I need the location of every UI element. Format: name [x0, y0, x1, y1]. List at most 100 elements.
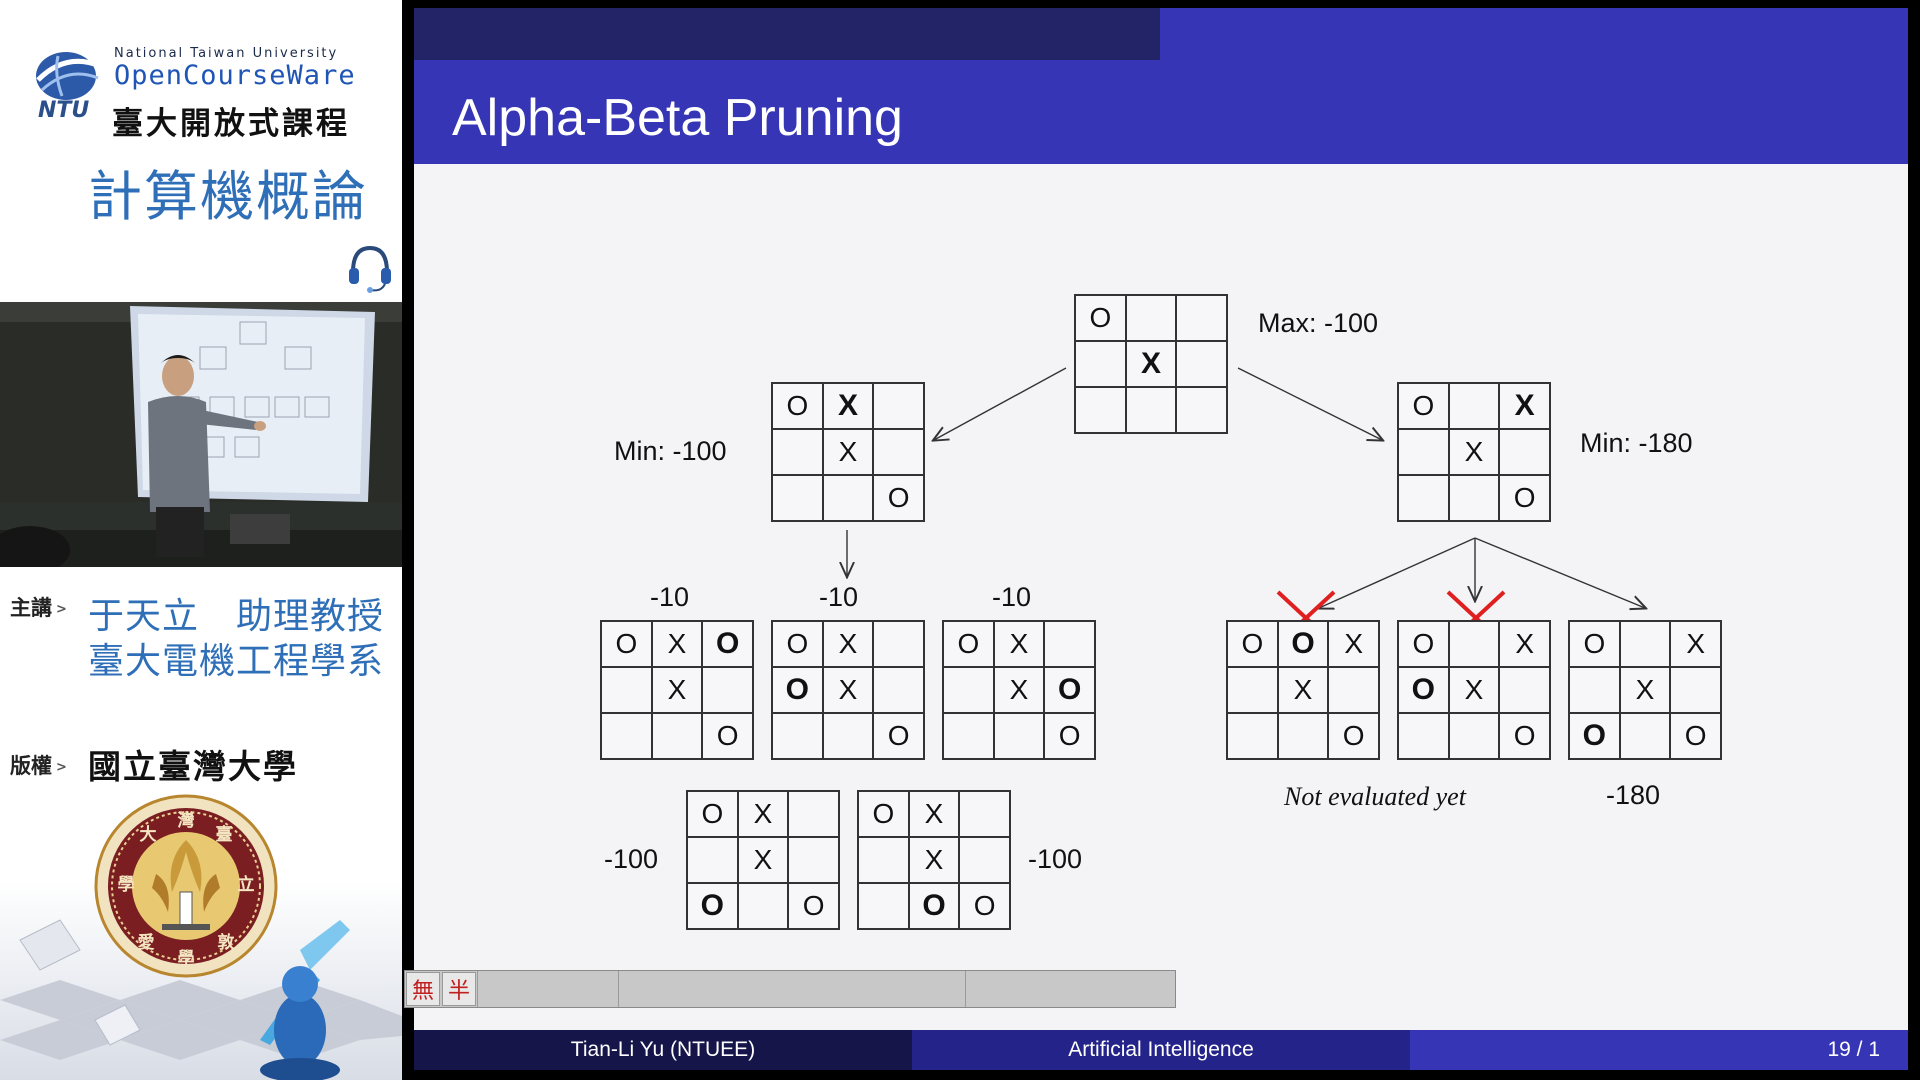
instructor-label: 主講> [10, 592, 67, 622]
board-cell: X [822, 667, 874, 713]
board-cell: X [908, 791, 960, 837]
footer-page-number: 19 / 1 [1410, 1030, 1908, 1070]
l2-value-label: -10 [819, 582, 859, 612]
university-name-en: National Taiwan University [114, 46, 339, 61]
lecture-video[interactable] [0, 302, 402, 567]
board-cell [1670, 667, 1721, 713]
lecture-video-frame [0, 302, 402, 567]
board-cell [1569, 667, 1620, 713]
board-cell: X [737, 791, 789, 837]
board-cell [1176, 295, 1227, 341]
board-cell: O [1328, 713, 1379, 759]
board-cell [1125, 295, 1177, 341]
board-cell: O [1044, 713, 1095, 759]
root-value-label: Max: -100 [1258, 308, 1379, 338]
svg-text:大: 大 [140, 824, 157, 845]
board-cell: X [1619, 667, 1671, 713]
board-cell [687, 837, 738, 883]
board-cell [651, 713, 703, 759]
svg-text:立: 立 [238, 874, 255, 895]
board-cell: X [1448, 667, 1500, 713]
slide-header-left [414, 8, 1160, 60]
not-evaluated-label: Not evaluated yet [1284, 782, 1466, 811]
board-cell: O [873, 713, 924, 759]
board-cell [1176, 387, 1227, 433]
board-cell: X [651, 667, 703, 713]
board-cell: X [822, 429, 874, 475]
board-cell: O [788, 883, 839, 929]
edge-root-left [934, 367, 1067, 440]
board-cell [1448, 475, 1500, 521]
board-cell [1044, 621, 1095, 667]
svg-text:學: 學 [178, 949, 195, 969]
chevron-right-icon: > [56, 759, 67, 775]
board-cell [873, 667, 924, 713]
svg-text:灣: 灣 [178, 810, 195, 831]
board-cell [1075, 387, 1126, 433]
headset-icon[interactable] [345, 242, 395, 294]
instructor-name: 于天立 助理教授 [88, 596, 385, 637]
board-cell: O [1670, 713, 1721, 759]
globe-logo-icon [36, 52, 101, 100]
instructor-label-text: 主講 [10, 596, 52, 620]
edge-right-r1 [1319, 537, 1476, 608]
board-cell [858, 883, 909, 929]
board-cell [858, 837, 909, 883]
ime-toolbar[interactable]: 無 半 [404, 970, 1176, 1008]
board-cell: O [873, 475, 924, 521]
ocw-name-zh: 臺大開放式課程 [112, 106, 350, 142]
board-cell [1619, 713, 1671, 759]
board-cell [772, 713, 823, 759]
instructor-department: 臺大電機工程學系 [88, 641, 385, 682]
board-cell: O [959, 883, 1010, 929]
ime-segment [965, 971, 1166, 1007]
board-cell [788, 837, 839, 883]
board-cell: O [772, 383, 823, 429]
board-cell [1398, 713, 1449, 759]
board-cell: O [1227, 621, 1278, 667]
board-cell [1499, 667, 1550, 713]
board-cell [822, 713, 874, 759]
board-cell: O [858, 791, 909, 837]
board-cell [601, 667, 652, 713]
board-cell [873, 621, 924, 667]
board-cell [1328, 667, 1379, 713]
board-cell: O [943, 621, 994, 667]
board-cell [772, 429, 823, 475]
svg-text:學: 學 [118, 875, 135, 895]
board-cell [1125, 387, 1177, 433]
game-tree-edges [414, 367, 1908, 646]
copyright-label: 版權> [10, 750, 67, 780]
footer-topic: Artificial Intelligence [912, 1030, 1410, 1070]
board-cell [873, 429, 924, 475]
board-cell: X [1448, 429, 1500, 475]
board-cell: X [993, 667, 1045, 713]
slide-title-bar [414, 60, 1908, 164]
slide-header-right [1160, 8, 1908, 60]
course-title: 計算機概論 [88, 165, 368, 228]
ime-mode-button[interactable]: 無 [406, 972, 440, 1006]
board-cell [993, 713, 1045, 759]
edge-right-r3 [1474, 537, 1645, 608]
board-cell: O [772, 621, 823, 667]
ime-halfwidth-button[interactable]: 半 [442, 972, 476, 1006]
board-cell [1448, 383, 1500, 429]
board-cell [1448, 621, 1500, 667]
board-cell [959, 837, 1010, 883]
board-cell: O [1499, 475, 1550, 521]
board-cell [873, 383, 924, 429]
board-cell: O [687, 883, 738, 929]
board-cell: X [1328, 621, 1379, 667]
r3-value-label: -180 [1606, 780, 1661, 810]
board-cell: O [1044, 667, 1095, 713]
board-cell [1398, 429, 1449, 475]
board-cell: O [702, 713, 753, 759]
